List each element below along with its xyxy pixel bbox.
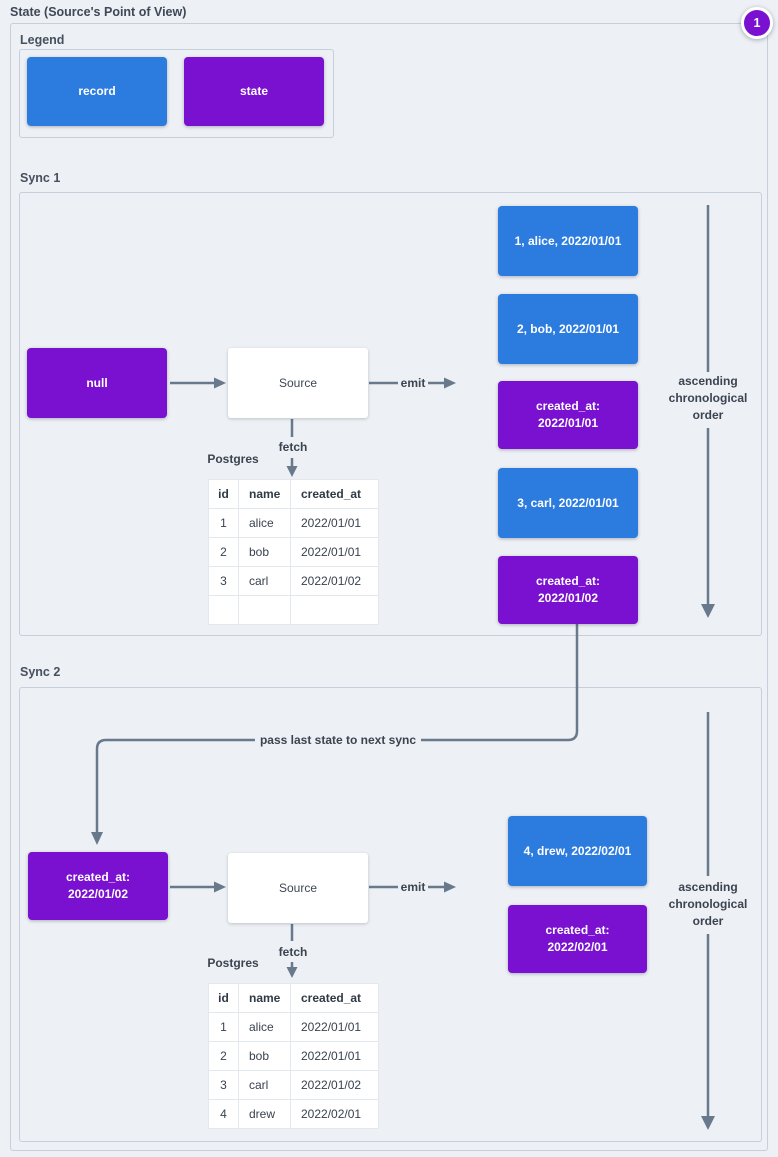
table-cell: 2022/02/01 [290, 1099, 379, 1129]
table-header-row: id name created_at [208, 983, 379, 1013]
table-cell: 3 [208, 1070, 239, 1100]
outer-frame [10, 23, 768, 1151]
emitted-state-box: created_at: 2022/01/01 [498, 381, 638, 449]
arrowhead [214, 377, 226, 389]
sync1-box [19, 192, 762, 636]
emitted-record-box: 3, carl, 2022/01/01 [498, 468, 638, 538]
table-cell: 2022/01/01 [290, 1012, 379, 1042]
table-cell: 2022/01/01 [290, 1041, 379, 1071]
sync1-fetch-label: fetch [278, 440, 308, 454]
table-cell: 2022/01/02 [290, 566, 379, 596]
table-row: 2 bob 2022/01/01 [208, 1041, 379, 1071]
arrowhead [444, 377, 456, 389]
sync1-emit-label: emit [400, 376, 426, 390]
sync2-box [19, 687, 762, 1142]
table-cell: alice [238, 1012, 291, 1042]
sync1-input-state-box: null [27, 348, 167, 418]
table-header: name [238, 479, 291, 509]
table-row: 1 alice 2022/01/01 [208, 508, 379, 538]
arrowhead [701, 604, 715, 618]
table-header: created_at [290, 983, 379, 1013]
emitted-state-box: created_at: 2022/02/01 [508, 905, 647, 973]
table-header-row: id name created_at [208, 479, 379, 509]
sync2-postgres-table: id name created_at 1 alice 2022/01/01 2 … [208, 983, 379, 1129]
sync1-postgres-label: Postgres [207, 452, 259, 466]
table-header: created_at [290, 479, 379, 509]
sync2-input-state-box: created_at: 2022/01/02 [28, 852, 168, 920]
emitted-state-box: created_at: 2022/01/02 [498, 556, 638, 624]
table-row: 3 carl 2022/01/02 [208, 1070, 379, 1100]
step-badge: 1 [741, 7, 773, 39]
table-cell: 2022/01/01 [290, 537, 379, 567]
arrowhead [286, 967, 298, 978]
table-row: 1 alice 2022/01/01 [208, 1012, 379, 1042]
table-cell: carl [238, 566, 291, 596]
arrowhead [91, 832, 103, 845]
table-cell [208, 595, 239, 625]
sync2-source-box: Source [228, 853, 368, 923]
table-header: id [208, 983, 239, 1013]
sync2-fetch-label: fetch [278, 945, 308, 959]
table-cell: alice [238, 508, 291, 538]
table-header: id [208, 479, 239, 509]
sync2-postgres-label: Postgres [207, 956, 259, 970]
sync1-order-label: ascending chronological order [668, 374, 748, 422]
arrowhead [444, 881, 456, 893]
table-cell: 2022/01/02 [290, 1070, 379, 1100]
table-cell: 1 [208, 508, 239, 538]
table-row [208, 595, 379, 625]
table-cell: bob [238, 1041, 291, 1071]
table-row: 2 bob 2022/01/01 [208, 537, 379, 567]
table-header: name [238, 983, 291, 1013]
legend-label: Legend [20, 33, 65, 47]
table-cell [290, 595, 379, 625]
sync2-emit-label: emit [400, 880, 426, 894]
arrowhead [701, 1116, 715, 1130]
emitted-record-box: 4, drew, 2022/02/01 [508, 816, 647, 886]
table-cell: 1 [208, 1012, 239, 1042]
table-row: 4 drew 2022/02/01 [208, 1099, 379, 1129]
pass-state-connector [95, 624, 579, 832]
table-cell: 3 [208, 566, 239, 596]
arrowhead [214, 881, 226, 893]
table-cell: 2022/01/01 [290, 508, 379, 538]
table-cell: 4 [208, 1099, 239, 1129]
pass-state-label: pass last state to next sync [254, 733, 422, 747]
page-title: State (Source's Point of View) [10, 5, 187, 19]
table-cell: 2 [208, 1041, 239, 1071]
table-row: 3 carl 2022/01/02 [208, 566, 379, 596]
emitted-record-box: 2, bob, 2022/01/01 [498, 294, 638, 364]
table-cell: 2 [208, 537, 239, 567]
table-cell: drew [238, 1099, 291, 1129]
legend-state-swatch: state [184, 57, 324, 126]
sync2-label: Sync 2 [20, 665, 61, 679]
emitted-record-box: 1, alice, 2022/01/01 [498, 206, 638, 276]
sync1-postgres-table: id name created_at 1 alice 2022/01/01 2 … [208, 479, 379, 625]
legend-record-swatch: record [27, 57, 167, 126]
sync1-label: Sync 1 [20, 171, 61, 185]
table-cell: bob [238, 537, 291, 567]
table-cell: carl [238, 1070, 291, 1100]
arrowhead [286, 466, 298, 477]
sync2-order-label: ascending chronological order [668, 880, 748, 928]
sync1-source-box: Source [228, 348, 368, 418]
legend-box [19, 49, 334, 138]
table-cell [238, 595, 291, 625]
